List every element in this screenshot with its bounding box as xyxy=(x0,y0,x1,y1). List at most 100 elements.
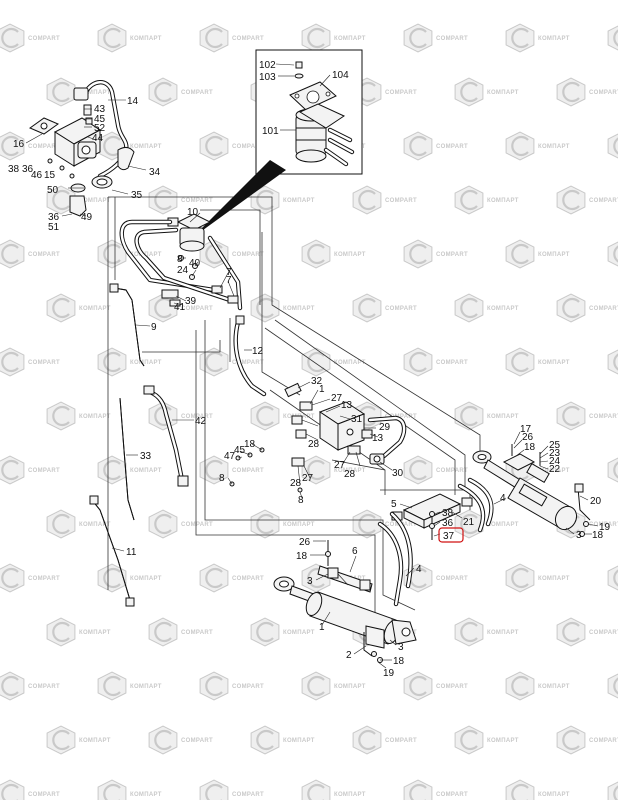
callout-3-low: 3 xyxy=(307,576,313,587)
lower-cylinder xyxy=(273,511,417,669)
watermark-text: COMPART xyxy=(232,576,264,582)
callout-10: 10 xyxy=(187,207,199,218)
watermark-tile: COMPART xyxy=(556,293,618,323)
callout-43: 43 xyxy=(94,104,106,115)
callout-8-mid: 8 xyxy=(219,473,225,484)
watermark-text: КОМПАРТ xyxy=(487,306,519,312)
watermark-text: COMPART xyxy=(181,414,213,420)
watermark-text: COMPART xyxy=(589,738,618,744)
callout-27-c: 27 xyxy=(302,473,314,484)
watermark-tile: КОМПАРТ xyxy=(46,509,111,539)
watermark-tile: КОМПАРТ xyxy=(97,23,161,53)
callout-labels: 102 103 104 101 14 43 45 52 16 44 38 36 … xyxy=(8,60,611,679)
callout-26-low: 26 xyxy=(299,537,311,548)
watermark-text: COMPART xyxy=(589,198,618,204)
callout-32: 32 xyxy=(311,376,323,387)
watermark-tile: КОМПАРТ xyxy=(97,563,161,593)
watermark-tile: COMPART xyxy=(0,347,60,377)
watermark-tile: COMPART xyxy=(556,401,618,431)
callout-7b: 7 xyxy=(226,275,232,286)
callout-36-lower: 36 xyxy=(48,212,60,223)
watermark-tile: КОМПАРТ xyxy=(46,77,111,107)
callout-5: 5 xyxy=(391,499,397,510)
callout-36: 36 xyxy=(22,164,34,175)
callout-47: 47 xyxy=(224,451,236,462)
callout-18-right: 18 xyxy=(524,442,536,453)
watermark-text: КОМПАРТ xyxy=(538,468,570,474)
watermark-text: COMPART xyxy=(589,306,618,312)
watermark-tile: COMPART xyxy=(607,25,618,51)
callout-14: 14 xyxy=(127,96,139,107)
watermark-tile: КОМПАРТ xyxy=(46,293,111,323)
callout-27-top: 27 xyxy=(331,393,343,404)
callout-29: 29 xyxy=(379,422,391,433)
watermark-text: КОМПАРТ xyxy=(487,414,519,420)
callout-28-b: 28 xyxy=(344,469,356,480)
callout-28-c: 28 xyxy=(290,478,302,489)
watermark-tile: COMPART xyxy=(148,617,213,647)
watermark-text: COMPART xyxy=(232,144,264,150)
watermark-text: COMPART xyxy=(436,360,468,366)
watermark-tile: COMPART xyxy=(199,239,264,269)
watermark-text: КОМПАРТ xyxy=(283,198,315,204)
callout-1-top: 1 xyxy=(319,384,325,395)
callout-13-top: 13 xyxy=(341,400,353,411)
watermark-tile: КОМПАРТ xyxy=(301,347,365,377)
callout-44: 44 xyxy=(92,133,104,144)
watermark-tile: КОМПАРТ xyxy=(301,779,365,800)
watermark-tile: КОМПАРТ xyxy=(454,77,518,107)
watermark-text: COMPART xyxy=(232,360,264,366)
callout-8-top: 8 xyxy=(177,254,183,265)
callout-30: 30 xyxy=(392,468,404,479)
watermark-text: COMPART xyxy=(589,522,618,528)
watermark-text: COMPART xyxy=(28,36,60,42)
watermark-text: КОМПАРТ xyxy=(79,90,111,96)
watermark-tile: COMPART xyxy=(0,671,60,701)
watermark-tile: COMPART xyxy=(607,241,618,267)
watermark-text: КОМПАРТ xyxy=(334,468,366,474)
watermark-text: COMPART xyxy=(181,306,213,312)
watermark-tile: КОМПАРТ xyxy=(301,23,365,53)
watermark-text: КОМПАРТ xyxy=(334,252,366,258)
watermark-tile: COMPART xyxy=(403,779,468,800)
callout-9: 9 xyxy=(151,322,157,333)
callout-18-low: 18 xyxy=(296,551,308,562)
watermark-text: КОМПАРТ xyxy=(79,306,111,312)
watermark-tile: COMPART xyxy=(148,509,213,539)
connection-boxes xyxy=(107,196,481,615)
callout-52: 52 xyxy=(94,123,106,134)
watermark-text: COMPART xyxy=(28,360,60,366)
watermark-tile: COMPART xyxy=(0,563,60,593)
watermark-text: COMPART xyxy=(436,144,468,150)
watermark-text: КОМПАРТ xyxy=(79,414,111,420)
callout-23: 23 xyxy=(549,448,561,459)
watermark-tile: COMPART xyxy=(199,563,264,593)
watermark-tile: КОМПАРТ xyxy=(46,617,110,647)
watermark-text: COMPART xyxy=(436,792,468,798)
callout-17: 17 xyxy=(520,424,532,435)
watermark-tile: КОМПАРТ xyxy=(505,671,569,701)
watermark-tile: КОМПАРТ xyxy=(454,185,518,215)
watermark-text: COMPART xyxy=(28,252,60,258)
watermark-tile: COMPART xyxy=(148,77,213,107)
watermark-text: КОМПАРТ xyxy=(130,360,162,366)
callout-18-mid: 18 xyxy=(244,439,256,450)
highlight-frame xyxy=(438,527,464,543)
watermark-text: COMPART xyxy=(589,630,618,636)
callout-39: 39 xyxy=(185,296,197,307)
watermark-text: КОМПАРТ xyxy=(334,684,366,690)
watermark-text: COMPART xyxy=(181,522,213,528)
callout-45-mid: 45 xyxy=(234,445,246,456)
detail-inset xyxy=(192,49,363,238)
callout-25: 25 xyxy=(549,440,561,451)
watermark-text: КОМПАРТ xyxy=(538,252,570,258)
callout-34: 34 xyxy=(149,167,161,178)
watermark-text: КОМПАРТ xyxy=(283,306,315,312)
watermark-tile: КОМПАРТ xyxy=(250,509,314,539)
watermark-text: COMPART xyxy=(436,684,468,690)
watermark-text: COMPART xyxy=(436,576,468,582)
watermark-text: КОМПАРТ xyxy=(79,522,111,528)
watermark-tile: КОМПАРТ xyxy=(250,617,314,647)
watermark-tile: COMPART xyxy=(352,725,417,755)
